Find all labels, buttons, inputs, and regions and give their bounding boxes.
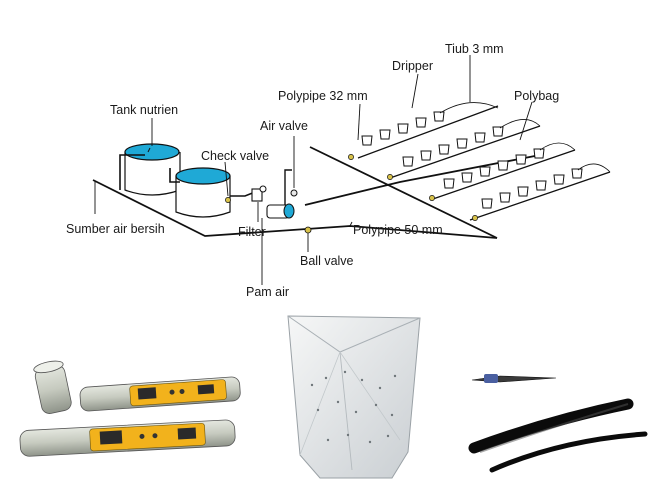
- check-valve: [259, 185, 267, 193]
- label-dripper: Dripper: [392, 59, 433, 73]
- ball-valve: [304, 226, 312, 234]
- ph-meter-icon: [19, 360, 241, 457]
- label-filter: Filter: [238, 225, 266, 239]
- pam-air: [266, 203, 295, 219]
- label-check-valve: Check valve: [201, 149, 269, 163]
- tank-nutrien: [124, 143, 181, 196]
- leader-lines: [94, 55, 533, 285]
- polybag-rows: [361, 111, 583, 209]
- polypipe-32-laterals: [357, 105, 611, 221]
- label-tiub-3mm: Tiub 3 mm: [445, 42, 504, 56]
- air-valve: [284, 169, 298, 205]
- dripper-tubes: [439, 102, 611, 173]
- label-pam-air: Pam air: [246, 285, 289, 299]
- label-polybag: Polybag: [514, 89, 559, 103]
- label-sumber-air-bersih: Sumber air bersih: [66, 222, 165, 236]
- label-air-valve: Air valve: [260, 119, 308, 133]
- label-polypipe-32: Polypipe 32 mm: [278, 89, 368, 103]
- tank-2: [175, 167, 231, 218]
- label-polypipe-50: Polypipe 50 mm: [353, 223, 443, 237]
- drip-tube-icon: [468, 374, 648, 473]
- lateral-fittings: [225, 154, 478, 221]
- polypipe-50-line: [92, 146, 541, 239]
- label-ball-valve: Ball valve: [300, 254, 354, 268]
- polybag-icon: [287, 315, 421, 479]
- filter: [251, 188, 263, 202]
- label-tank-nutrien: Tank nutrien: [110, 103, 178, 117]
